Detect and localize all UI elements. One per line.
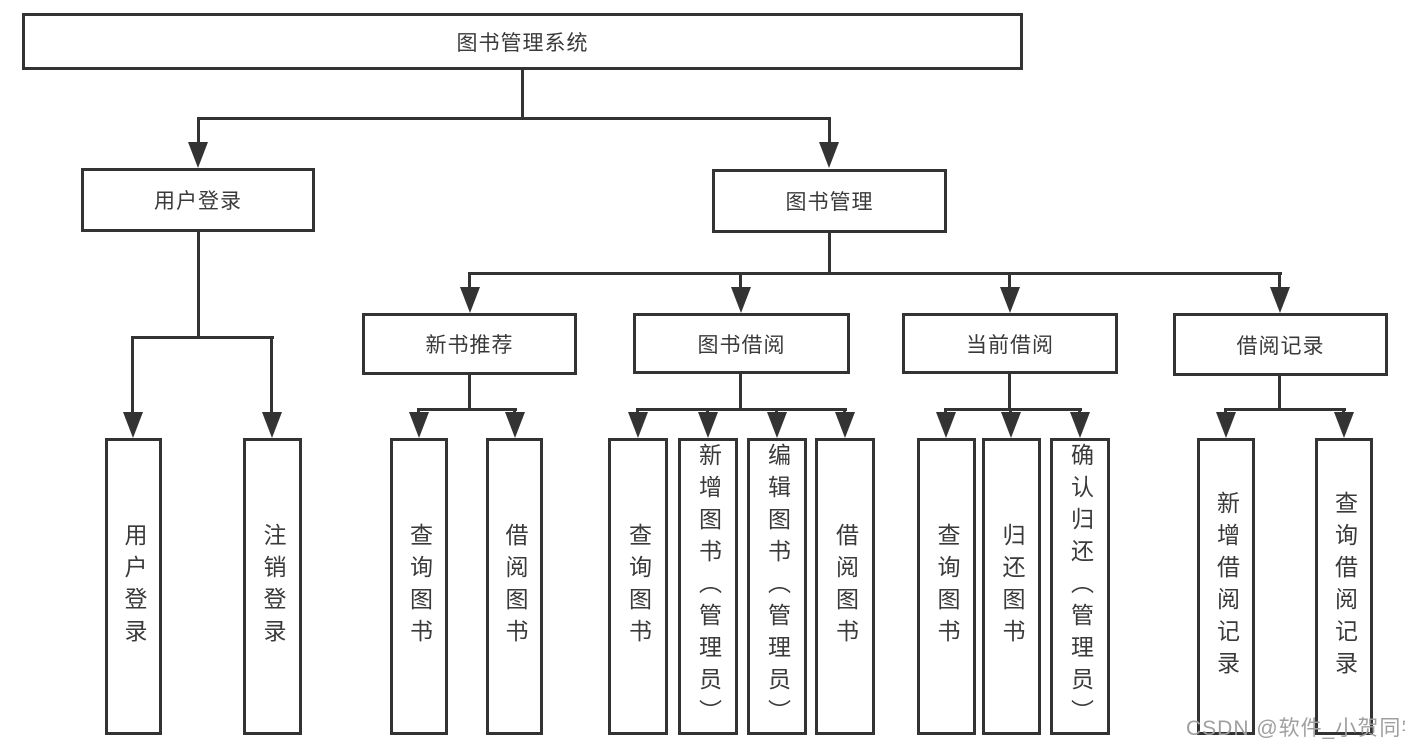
connector-line (197, 232, 200, 339)
connector-line (270, 336, 273, 415)
leaf-add-borrow-record: 新增借阅记录 (1197, 438, 1255, 735)
arrow-down-icon (819, 142, 839, 168)
node-book-management: 图书管理 (712, 169, 947, 233)
arrow-down-icon (1000, 287, 1020, 313)
connector-line (418, 408, 517, 411)
arrow-down-icon (767, 412, 787, 438)
leaf-query-borrow-record: 查询借阅记录 (1315, 438, 1373, 735)
arrow-down-icon (1070, 412, 1090, 438)
arrow-down-icon (1270, 287, 1290, 313)
arrow-down-icon (505, 412, 525, 438)
arrow-down-icon (731, 287, 751, 313)
leaf-edit-books-admin: 编辑图书（管理员） (747, 438, 807, 735)
leaf-user-login: 用户登录 (105, 438, 162, 735)
connector-line (1225, 408, 1346, 411)
connector-line (468, 375, 471, 411)
connector-line (828, 117, 831, 147)
arrow-down-icon (628, 412, 648, 438)
arrow-down-icon (460, 287, 480, 313)
node-new-book-recommend: 新书推荐 (362, 313, 577, 375)
connector-line (468, 272, 1282, 275)
connector-line (468, 272, 471, 292)
node-user-login: 用户登录 (81, 168, 315, 232)
leaf-query-books-current: 查询图书 (917, 438, 976, 735)
leaf-logout: 注销登录 (243, 438, 302, 735)
arrow-down-icon (409, 412, 429, 438)
node-book-borrow: 图书借阅 (633, 313, 850, 374)
connector-line (739, 272, 742, 292)
connector-line (132, 336, 274, 339)
connector-line (197, 117, 831, 120)
arrow-down-icon (123, 412, 143, 438)
csdn-watermark: CSDN @软件_小贺同学 (1186, 717, 1405, 740)
arrow-down-icon (1001, 412, 1021, 438)
connector-line (739, 374, 742, 411)
connector-line (828, 233, 831, 275)
arrow-down-icon (936, 412, 956, 438)
leaf-query-books-recommend: 查询图书 (390, 438, 448, 735)
connector-line (1278, 376, 1281, 411)
arrow-down-icon (698, 412, 718, 438)
connector-line (1278, 272, 1281, 292)
connector-line (1008, 272, 1011, 292)
connector-line (131, 336, 134, 415)
connector-line (637, 408, 847, 411)
arrow-down-icon (835, 412, 855, 438)
arrow-down-icon (188, 142, 208, 168)
leaf-confirm-return-admin: 确认归还（管理员） (1050, 438, 1110, 735)
node-borrow-records: 借阅记录 (1173, 313, 1388, 376)
leaf-borrow-books: 借阅图书 (815, 438, 875, 735)
arrow-down-icon (262, 412, 282, 438)
leaf-add-books-admin: 新增图书（管理员） (678, 438, 738, 735)
arrow-down-icon (1334, 412, 1354, 438)
leaf-borrow-books-recommend: 借阅图书 (486, 438, 543, 735)
leaf-query-books-borrow: 查询图书 (608, 438, 668, 735)
connector-line (197, 117, 200, 147)
arrow-down-icon (1216, 412, 1236, 438)
connector-line (945, 408, 1082, 411)
connector-line (1008, 374, 1011, 411)
leaf-return-books: 归还图书 (982, 438, 1041, 735)
connector-line (521, 70, 524, 120)
node-current-borrow: 当前借阅 (902, 313, 1118, 374)
node-root: 图书管理系统 (22, 13, 1023, 70)
